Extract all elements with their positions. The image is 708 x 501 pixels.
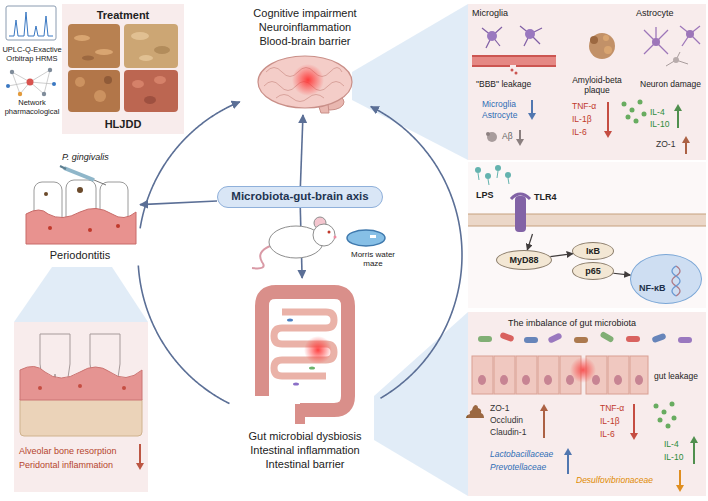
network-icon xyxy=(6,68,56,96)
zoom-wedge xyxy=(14,4,468,496)
node-text: "BBB" leakage xyxy=(476,80,531,90)
node-text: Occludin xyxy=(490,416,523,426)
node-text: Microglia xyxy=(482,100,516,110)
node-text: Claudin-1 xyxy=(490,428,526,438)
node-text: The imbalance of gut microbiota xyxy=(508,318,636,328)
test-label: Morris water maze xyxy=(346,250,400,268)
gut-detail-panel: The imbalance of gut microbiota gut leaka… xyxy=(468,312,706,496)
node-text: HLJDD xyxy=(62,118,184,131)
node-text: MyD88 xyxy=(509,255,538,265)
node-text: IL-6 xyxy=(600,430,615,440)
gut-picture xyxy=(262,292,348,424)
node-text: Astrocyte xyxy=(482,111,517,121)
node-text: Lactobacillaceae xyxy=(490,450,553,460)
node-text: p65 xyxy=(585,266,601,276)
teeth-picture xyxy=(26,166,136,244)
node-text: Prevotellaceae xyxy=(490,463,546,473)
node-text: Intestinal barrier xyxy=(230,458,380,471)
node-text: Periodontitis xyxy=(20,249,140,262)
gut-figure: Gut microbial dysbiosisIntestinal inflam… xyxy=(230,278,380,498)
protein-oval: p65 xyxy=(572,262,614,280)
node-text: Treatment xyxy=(62,9,184,22)
node-text: ZO-1 xyxy=(656,140,675,150)
node-text: Aβ xyxy=(502,132,513,142)
receptor: TLR4 xyxy=(508,188,572,234)
node-text: Peridontal inflammation xyxy=(19,460,113,470)
node-text: IL-4 xyxy=(650,108,665,118)
mouse-picture xyxy=(252,217,337,268)
node-text: Blood-brain barrier xyxy=(240,35,370,48)
node-text: Neuroinflammation xyxy=(240,21,370,34)
water-maze-icon xyxy=(347,230,385,246)
ms-instrument-icon xyxy=(6,6,56,40)
method-label: UPLC-Q-Exactive Orbitrap HRMS xyxy=(2,46,62,63)
axis-pill: Microbiota-gut-brain axis xyxy=(217,186,383,208)
node-text: LPS xyxy=(476,190,494,200)
node-text: TLR4 xyxy=(534,192,557,202)
node-text: IL-1β xyxy=(572,115,592,125)
signaling-panel: TLR4MyD88 IκB p65NF-κB LPS xyxy=(468,162,706,308)
node-text: TNF-α xyxy=(572,102,596,112)
node-text: Amyloid-beta plaque xyxy=(566,76,628,96)
brain-picture xyxy=(258,56,352,113)
method-label: Network pharmacological xyxy=(2,99,62,116)
protein-oval: MyD88 xyxy=(496,250,552,270)
periodontal-panel: Alveolar bone resorptionPeridontal infla… xyxy=(14,322,148,492)
node-text: Alveolar bone resorption xyxy=(19,446,117,456)
node-text: Astrocyte xyxy=(636,8,674,18)
treatment-panel: TreatmentHLJDD xyxy=(62,4,184,134)
node-text: ZO-1 xyxy=(490,404,509,414)
node-text: IL-6 xyxy=(572,128,587,138)
node-text: Gut microbial dysbiosis xyxy=(230,430,380,443)
node-text: IL-10 xyxy=(650,120,669,130)
protein-oval: IκB xyxy=(572,242,614,260)
node-text: Neuron damage xyxy=(640,80,701,90)
node-text: gut leakage xyxy=(654,372,698,382)
brain-figure: Cognitive impairmentNeuroinflammationBlo… xyxy=(240,3,370,115)
pathogen-label: P. gingivalis xyxy=(62,152,109,162)
node-text: IL-1β xyxy=(600,417,620,427)
node-text: IL-4 xyxy=(664,440,679,450)
connector-arrow xyxy=(300,115,303,186)
node-text: NF-κB xyxy=(639,283,666,293)
connector-arrow xyxy=(140,201,217,205)
node-text: Cognitive impairment xyxy=(240,7,370,20)
node-text: IκB xyxy=(586,246,600,256)
nucleus: NF-κB xyxy=(630,254,702,304)
node-text: Desulfovibrionaceae xyxy=(576,476,653,486)
node-text: Intestinal inflammation xyxy=(230,444,380,457)
brain-detail-panel: MicrogliaAstrocyte"BBB" leakageAmyloid-b… xyxy=(468,4,706,160)
node-text: Microglia xyxy=(472,8,508,18)
connector-arrow xyxy=(138,265,229,403)
node-text: TNF-α xyxy=(600,404,624,414)
periodontitis-figure: Periodontitis xyxy=(20,150,140,265)
node-text: IL-10 xyxy=(664,453,683,463)
node-text: Microbiota-gut-brain axis xyxy=(231,190,368,203)
